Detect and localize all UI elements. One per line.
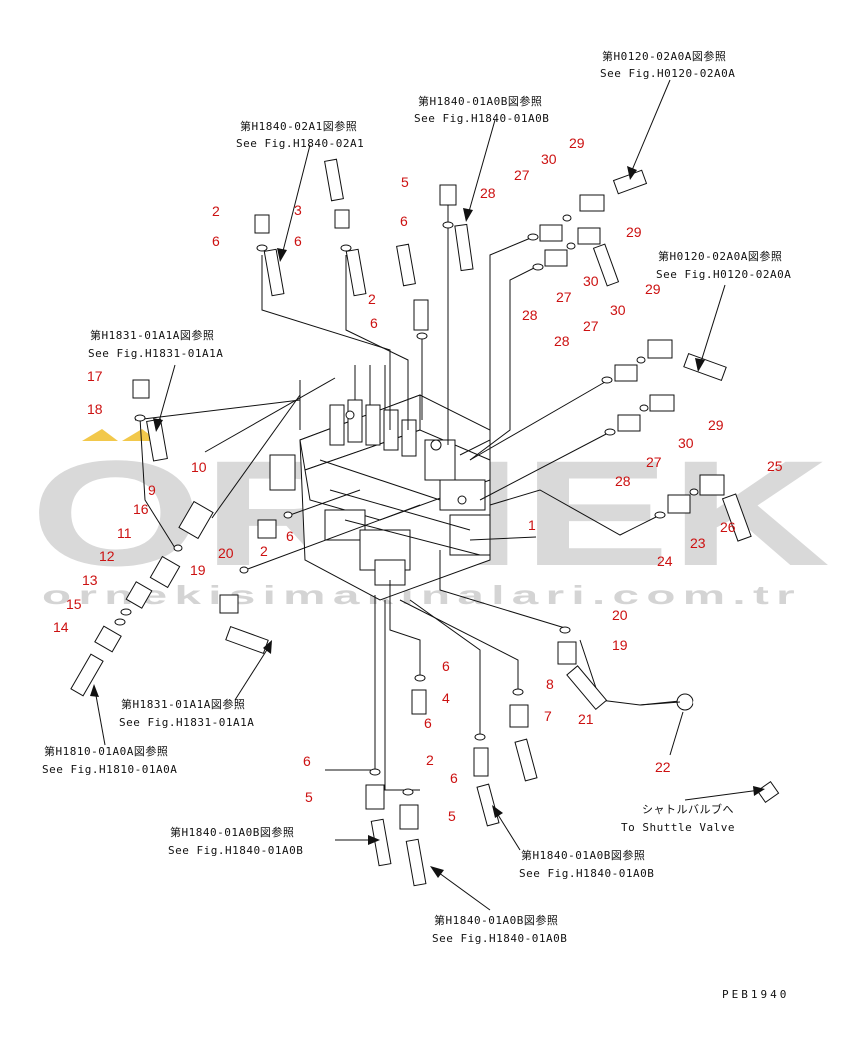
- ref-jp-1: 第H1840-01A0B図参照: [418, 94, 542, 108]
- callout: 30: [610, 302, 626, 318]
- callout: 30: [678, 435, 694, 451]
- callout: 6: [400, 213, 408, 229]
- callout: 15: [66, 596, 82, 612]
- callout: 2: [260, 543, 268, 559]
- callout: 10: [191, 459, 207, 475]
- part-callouts: 1 2 2 2 2 3 4 5 5 5 6 6 6 6 6 6 6 6 6 7 …: [53, 135, 783, 824]
- callout: 17: [87, 368, 103, 384]
- callout: 5: [305, 789, 313, 805]
- callout: 2: [212, 203, 220, 219]
- ref-jp-2: 第H1840-02A1図参照: [240, 119, 357, 133]
- ref-jp-3: 第H0120-02A0A図参照: [658, 249, 782, 263]
- callout: 29: [708, 417, 724, 433]
- shuttle-jp: シャトルバルブへ: [642, 802, 734, 816]
- callout: 6: [212, 233, 220, 249]
- reference-arrows: [90, 79, 765, 911]
- callout: 3: [294, 202, 302, 218]
- shuttle-en: To Shuttle Valve: [621, 821, 735, 834]
- callout: 4: [442, 690, 450, 706]
- callout: 25: [767, 458, 783, 474]
- callout: 12: [99, 548, 115, 564]
- ref-en-7: See Fig.H1840-01A0B: [168, 844, 303, 857]
- ref-jp-5: 第H1831-01A1A図参照: [121, 697, 245, 711]
- callout: 6: [294, 233, 302, 249]
- callout: 28: [522, 307, 538, 323]
- drawing-code: PEB1940: [722, 988, 789, 1001]
- reference-labels: 第H0120-02A0A図参照 See Fig.H0120-02A0A 第H18…: [42, 49, 791, 945]
- callout: 27: [556, 289, 572, 305]
- callout: 5: [448, 808, 456, 824]
- callout: 30: [541, 151, 557, 167]
- callout: 6: [442, 658, 450, 674]
- ref-en-9: See Fig.H1840-01A0B: [432, 932, 567, 945]
- callout: 29: [626, 224, 642, 240]
- watermark-accent-left: [82, 429, 118, 441]
- callout: 28: [615, 473, 631, 489]
- callout: 20: [218, 545, 234, 561]
- callout: 29: [645, 281, 661, 297]
- ref-jp-0: 第H0120-02A0A図参照: [602, 49, 726, 63]
- callout: 18: [87, 401, 103, 417]
- ref-jp-6: 第H1810-01A0A図参照: [44, 744, 168, 758]
- callout: 19: [190, 562, 206, 578]
- ref-en-4: See Fig.H1831-01A1A: [88, 347, 223, 360]
- callout: 28: [554, 333, 570, 349]
- callout: 20: [612, 607, 628, 623]
- callout: 16: [133, 501, 149, 517]
- callout: 6: [303, 753, 311, 769]
- callout: 7: [544, 708, 552, 724]
- callout: 28: [480, 185, 496, 201]
- fittings: [70, 158, 807, 887]
- ref-jp-9: 第H1840-01A0B図参照: [434, 913, 558, 927]
- callout: 2: [368, 291, 376, 307]
- callout: 23: [690, 535, 706, 551]
- callout: 13: [82, 572, 98, 588]
- ref-en-2: See Fig.H1840-02A1: [236, 137, 364, 150]
- callout: 27: [646, 454, 662, 470]
- callout: 24: [657, 553, 673, 569]
- leader-lines: [134, 205, 691, 791]
- callout: 21: [578, 711, 594, 727]
- callout: 27: [514, 167, 530, 183]
- callout: 27: [583, 318, 599, 334]
- ref-jp-4: 第H1831-01A1A図参照: [90, 328, 214, 342]
- elbow-2a: [254, 214, 270, 234]
- ref-en-0: See Fig.H0120-02A0A: [600, 67, 735, 80]
- callout: 1: [528, 517, 536, 533]
- ref-en-6: See Fig.H1810-01A0A: [42, 763, 177, 776]
- callout: 6: [424, 715, 432, 731]
- callout: 2: [426, 752, 434, 768]
- callout: 30: [583, 273, 599, 289]
- ref-jp-7: 第H1840-01A0B図参照: [170, 825, 294, 839]
- callout: 9: [148, 482, 156, 498]
- callout: 8: [546, 676, 554, 692]
- callout: 11: [117, 525, 132, 541]
- callout: 26: [720, 519, 736, 535]
- callout: 5: [401, 174, 409, 190]
- callout: 14: [53, 619, 69, 635]
- ref-jp-8: 第H1840-01A0B図参照: [521, 848, 645, 862]
- callout: 19: [612, 637, 628, 653]
- callout: 6: [286, 528, 294, 544]
- ref-en-5: See Fig.H1831-01A1A: [119, 716, 254, 729]
- callout: 6: [450, 770, 458, 786]
- ref-en-3: See Fig.H0120-02A0A: [656, 268, 791, 281]
- callout: 6: [370, 315, 378, 331]
- ref-en-8: See Fig.H1840-01A0B: [519, 867, 654, 880]
- watermark-accent-right: [122, 429, 158, 441]
- callout: 22: [655, 759, 671, 775]
- ref-en-1: See Fig.H1840-01A0B: [414, 112, 549, 125]
- callout: 29: [569, 135, 585, 151]
